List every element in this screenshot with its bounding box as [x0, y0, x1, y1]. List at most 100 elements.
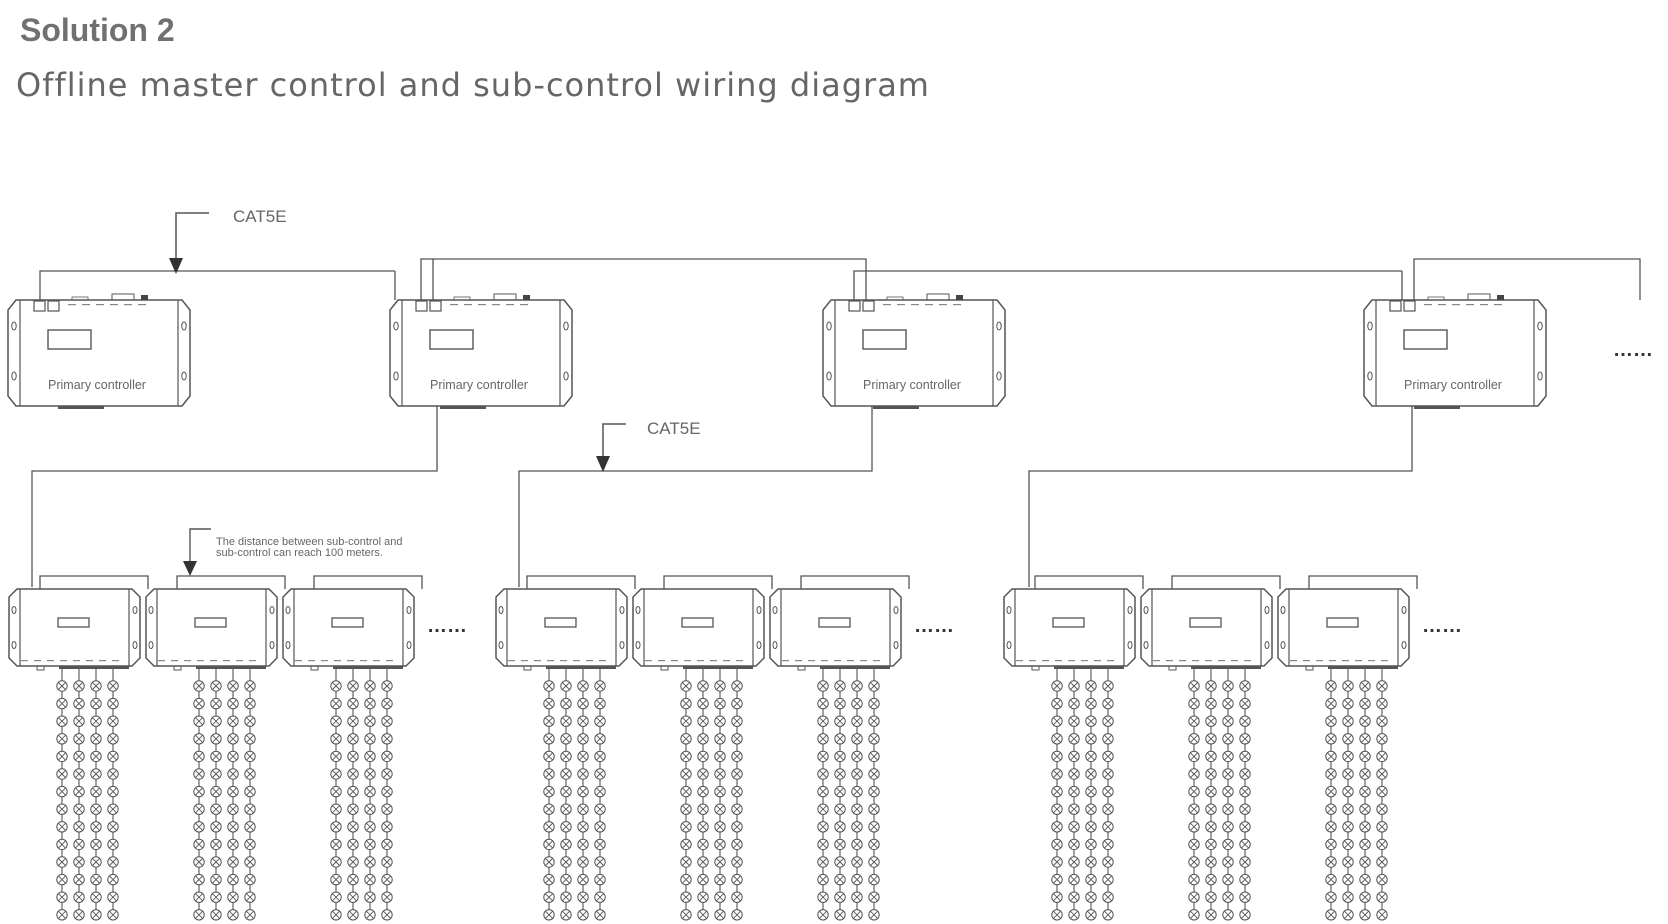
cat5e-label-top: CAT5E	[233, 207, 287, 226]
mount-hole	[11, 606, 17, 614]
led-bulb-icon	[543, 856, 555, 868]
label-print	[249, 660, 256, 662]
bulb-cross	[1190, 682, 1198, 690]
bulb-cross	[229, 858, 237, 866]
mount-hole	[269, 641, 275, 649]
bulb-cross	[1104, 910, 1112, 919]
led-bulb-icon	[714, 750, 726, 763]
label-print	[560, 660, 567, 662]
bulb-cross	[579, 858, 587, 866]
led-bulb-icon	[1102, 768, 1114, 780]
sub-controller-flange-lines	[643, 589, 754, 666]
primary-controller: Primary controller	[389, 293, 573, 409]
sub-controller-flange-lines	[1288, 589, 1399, 666]
sub-controller	[8, 588, 141, 671]
bulb-cross	[1190, 805, 1198, 814]
led-bulb-icon	[210, 750, 222, 763]
bulb-cross	[109, 893, 117, 902]
led-bulb-icon	[1359, 750, 1371, 763]
led-bulb-icon	[1068, 785, 1080, 798]
led-bulb-icon	[1222, 750, 1234, 763]
bulb-cross	[853, 752, 861, 761]
bulb-cross	[1053, 893, 1061, 902]
label-print	[521, 660, 528, 662]
output-connector	[333, 666, 403, 669]
led-bulb-icon	[1325, 873, 1337, 886]
diagram-title: Offline master control and sub-control w…	[16, 66, 930, 104]
led-bulb-icon	[381, 803, 393, 815]
led-bulb-icon	[594, 697, 606, 710]
mount-hole	[563, 321, 569, 331]
led-bulb-icon	[90, 715, 102, 727]
led-bulb-icon	[1188, 697, 1200, 710]
label-print	[1081, 660, 1088, 662]
bulb-cross	[383, 840, 391, 849]
bulb-cross	[366, 752, 374, 761]
bulb-cross	[1344, 840, 1352, 849]
bulb-cross	[1224, 734, 1232, 743]
bulb-cross	[1344, 734, 1352, 743]
label-print	[834, 660, 841, 662]
bulb-cross	[819, 734, 827, 743]
more-sub-controllers-ellipsis: ……	[914, 615, 954, 637]
mount-hole	[11, 641, 17, 649]
bulb-cross	[545, 717, 553, 726]
bulb-cross	[836, 858, 844, 866]
bulb-cross	[579, 787, 587, 796]
label-print	[697, 660, 704, 662]
bulb-cross	[733, 822, 741, 831]
bulb-cross	[870, 822, 878, 831]
bulb-cross	[92, 699, 100, 708]
bulb-cross	[545, 893, 553, 902]
led-bulb-icon	[817, 909, 829, 921]
led-bulb-icon	[381, 733, 393, 745]
led-bulb-icon	[1342, 697, 1354, 710]
bulb-cross	[853, 805, 861, 814]
sub-link	[1171, 575, 1281, 589]
led-bulb-icon	[594, 856, 606, 868]
bulb-cross	[1361, 734, 1369, 743]
led-bulb-icon	[714, 873, 726, 886]
sub-controller-body	[282, 588, 415, 667]
label-print	[1303, 660, 1310, 662]
led-bulb-icon	[1222, 821, 1234, 833]
bulb-cross	[1361, 770, 1369, 778]
led-bulb-icon	[73, 838, 85, 851]
bulb-cross	[836, 752, 844, 761]
led-bulb-icon	[714, 856, 726, 868]
led-bulb-icon	[1085, 821, 1097, 833]
led-bulb-icon	[347, 838, 359, 851]
bulb-cross	[1241, 699, 1249, 708]
led-bulb-icon	[330, 856, 342, 868]
more-sub-controllers-ellipsis: ……	[427, 615, 467, 637]
led-bulb-icon	[364, 838, 376, 851]
bulb-cross	[819, 805, 827, 814]
label-print	[68, 304, 76, 306]
bulb-cross	[246, 910, 254, 919]
cat5e-bus-2	[420, 258, 867, 300]
label-print	[897, 304, 905, 306]
bulb-cross	[332, 893, 340, 902]
bulb-cross	[383, 770, 391, 778]
label-print	[1480, 304, 1488, 306]
bulb-cross	[58, 787, 66, 796]
bulb-cross	[716, 699, 724, 708]
bulb-cross	[1224, 910, 1232, 919]
bulb-cross	[853, 893, 861, 902]
bulb-cross	[212, 787, 220, 796]
led-bulb-icon	[1325, 715, 1337, 727]
bulb-cross	[733, 910, 741, 919]
switch	[1427, 296, 1445, 301]
led-bulb-icon	[1376, 891, 1388, 903]
led-bulb-icon	[1188, 909, 1200, 921]
ethernet-port-in	[862, 300, 875, 312]
led-bulb-icon	[56, 873, 68, 886]
led-bulb-icon	[1239, 909, 1251, 921]
led-bulb-icon	[1205, 803, 1217, 815]
label-print	[1192, 660, 1199, 662]
led-bulb-icon	[560, 697, 572, 710]
led-bulb-icon	[543, 715, 555, 727]
bulb-cross	[733, 682, 741, 690]
bulb-cross	[1070, 822, 1078, 831]
sub-controller-body	[1140, 588, 1273, 667]
